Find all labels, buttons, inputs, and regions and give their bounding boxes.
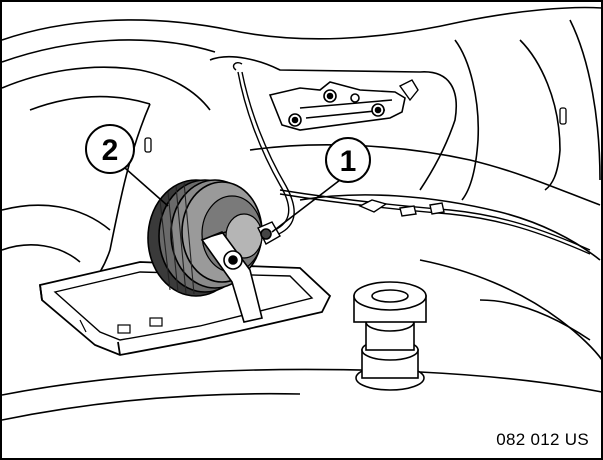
callout-1-leader: [271, 179, 341, 233]
callout-1-circle: [325, 137, 371, 183]
plate-clip: [398, 79, 419, 102]
figure-reference-code: 082 012 US: [496, 430, 589, 449]
callout-1: 1: [271, 137, 371, 233]
callout-1-label: 1: [340, 145, 357, 178]
callout-2-leader: [124, 167, 169, 207]
body-slots: [144, 107, 567, 153]
horn-assembly: [147, 179, 281, 323]
callout-2: 2: [85, 124, 169, 207]
callout-2-label: 2: [102, 134, 119, 167]
vehicle-body-panels: [1, 6, 603, 421]
callout-2-circle: [85, 124, 135, 174]
bump-stop: [353, 281, 427, 391]
mounting-plate: [268, 81, 406, 131]
wiring-harness: [232, 61, 591, 255]
